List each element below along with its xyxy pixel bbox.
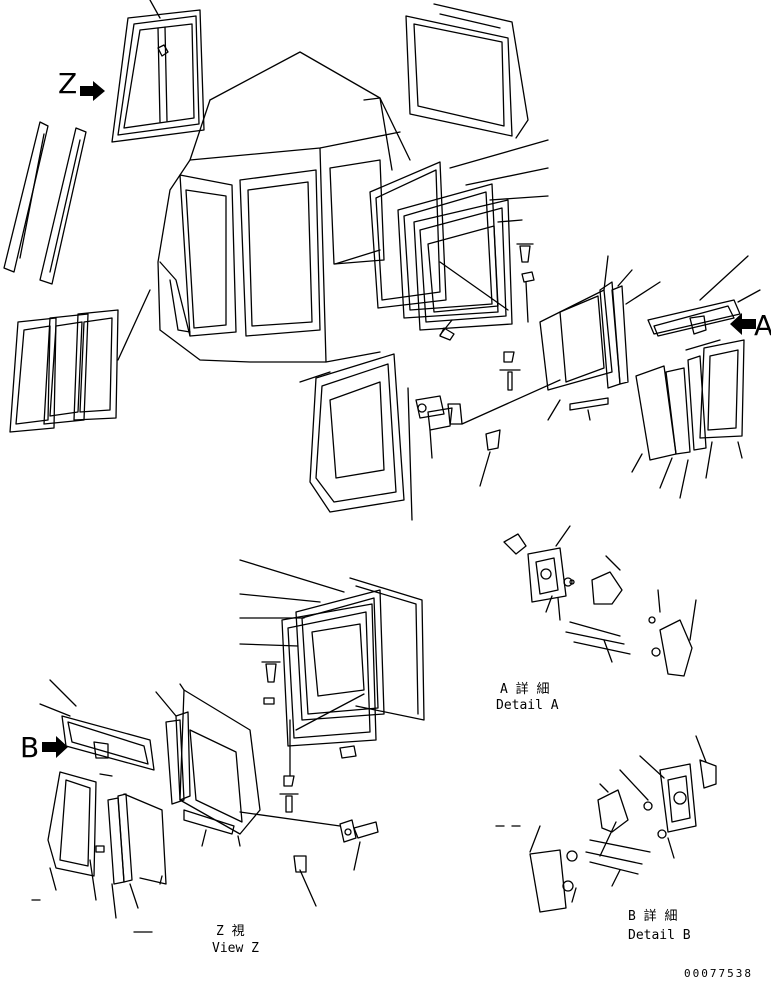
- detail-a-parts: [503, 525, 697, 677]
- rear-window-stack: [369, 139, 549, 331]
- fasteners-center: [439, 243, 535, 391]
- detail-b-caption-en: Detail B: [628, 928, 691, 943]
- view-z-marker: Z: [58, 67, 78, 100]
- detail-a-caption-jp: A 詳 細: [500, 682, 550, 697]
- view-z-caption-en: View Z: [212, 941, 259, 956]
- detail-a-caption-en: Detail A: [496, 698, 559, 713]
- roof-window-top-right: [405, 3, 529, 139]
- detail-b-caption-jp: B 詳 細: [628, 909, 678, 924]
- door-window-frame-top-left: [111, 0, 205, 143]
- side-glass-strips: [3, 121, 87, 285]
- detail-a-marker: A: [754, 309, 771, 342]
- door-assembly: [299, 353, 561, 521]
- view-z-front-glass: [155, 683, 261, 847]
- detail-b-marker: B: [20, 731, 40, 764]
- detail-b-parts: [495, 735, 717, 913]
- arrow-right-icon: [80, 81, 105, 101]
- drawing-number: 00077538: [684, 967, 753, 980]
- front-glass-strips-right: [539, 255, 661, 421]
- view-z-detail-b-window: [31, 679, 167, 933]
- arrow-right-icon: [42, 736, 68, 758]
- small-window-stack-left: [9, 289, 151, 433]
- view-z-rear-window-stack: [239, 559, 425, 813]
- arrow-left-icon: [730, 313, 756, 335]
- detail-a-window-assembly: [631, 255, 761, 499]
- cab-body: [157, 51, 411, 363]
- view-z-door-hinge: [239, 811, 379, 907]
- view-z-caption-jp: Z 視: [216, 924, 245, 939]
